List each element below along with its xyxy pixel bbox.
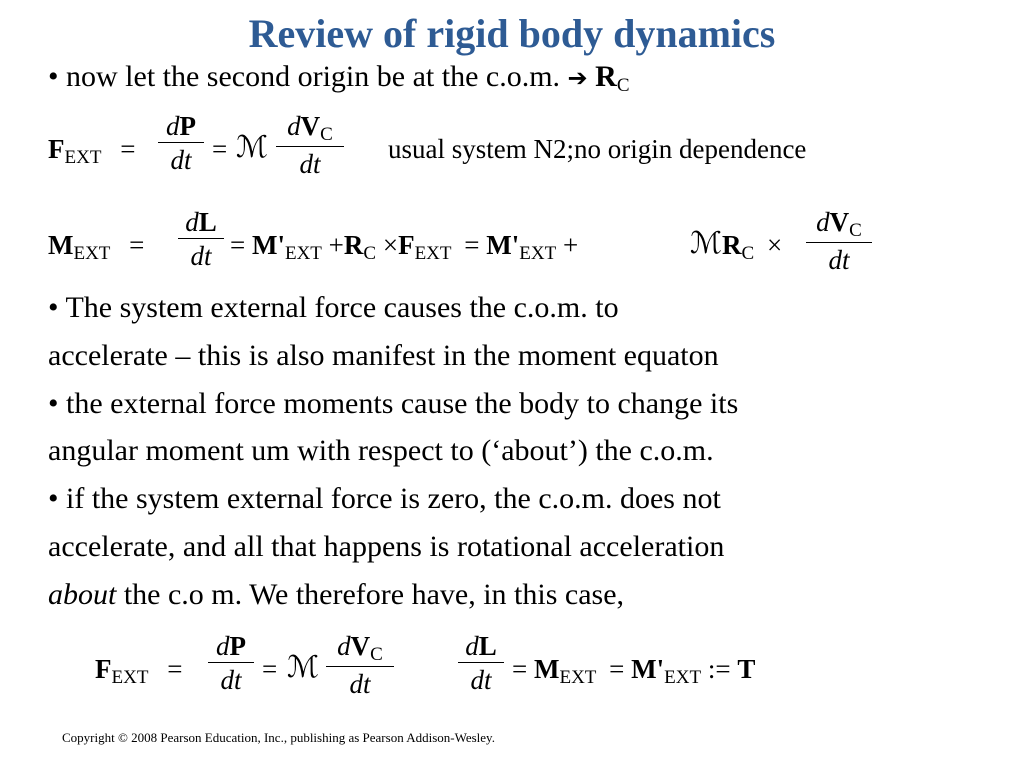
body-line: accelerate – this is also manifest in th… bbox=[48, 339, 719, 372]
body-line: about the c.o m. We therefore have, in t… bbox=[48, 578, 624, 612]
fraction-dvc-dt: dVC dt bbox=[326, 630, 394, 701]
italic-about: about bbox=[48, 578, 117, 611]
slide-title: Review of rigid body dynamics bbox=[248, 11, 776, 56]
body-line: • if the system external force is zero, … bbox=[48, 482, 721, 515]
last-line-text: the c.o m. We therefore have, in this ca… bbox=[116, 578, 625, 611]
copyright-footer: Copyright © 2008 Pearson Education, Inc.… bbox=[62, 730, 495, 745]
fraction-dp-dt: dP dt bbox=[158, 110, 204, 177]
eq3-lhs: FEXT = bbox=[95, 654, 183, 688]
fraction-dl-dt: dL dt bbox=[458, 630, 504, 697]
eq3-rhs: = MEXT = M'EXT := T bbox=[512, 654, 756, 688]
eq2-lhs: MEXT = bbox=[48, 230, 145, 264]
fraction-dvc-dt: dVC dt bbox=[806, 206, 872, 277]
mass-symbol: ℳ bbox=[690, 226, 723, 261]
fraction-dp-dt: dP dt bbox=[208, 630, 254, 697]
ext-subscript: EXT bbox=[64, 147, 102, 168]
equals-sign: = bbox=[212, 134, 228, 164]
body-line: • The system external force causes the c… bbox=[48, 291, 619, 324]
eq2-rc-cross: RC × bbox=[722, 230, 783, 264]
force-symbol: F bbox=[48, 134, 65, 164]
body-line: • the external force moments cause the b… bbox=[48, 387, 739, 420]
equals-sign: = bbox=[120, 134, 136, 164]
mass-symbol: ℳ bbox=[236, 130, 269, 165]
fraction-dvc-dt: dVC dt bbox=[276, 110, 344, 181]
eq1-note: usual system N2;no origin dependence bbox=[388, 134, 807, 164]
body-line: accelerate, and all that happens is rota… bbox=[48, 530, 725, 563]
eq2-middle: = M'EXT +RC ×FEXT = M'EXT + bbox=[230, 230, 579, 264]
bullet-text: • now let the second origin be at the c.… bbox=[48, 60, 568, 93]
arrow-icon: ➔ bbox=[567, 64, 588, 92]
rc-subscript: C bbox=[616, 75, 630, 96]
fraction-dl-dt: dL dt bbox=[178, 206, 224, 273]
bullet-com-origin: • now let the second origin be at the c.… bbox=[48, 60, 630, 96]
equals-sign: = bbox=[262, 654, 278, 684]
eq1-lhs: FEXT = bbox=[48, 134, 136, 168]
body-line: angular moment um with respect to (‘abou… bbox=[48, 434, 714, 467]
mass-symbol: ℳ bbox=[287, 650, 320, 685]
rc-symbol: R bbox=[595, 60, 617, 93]
